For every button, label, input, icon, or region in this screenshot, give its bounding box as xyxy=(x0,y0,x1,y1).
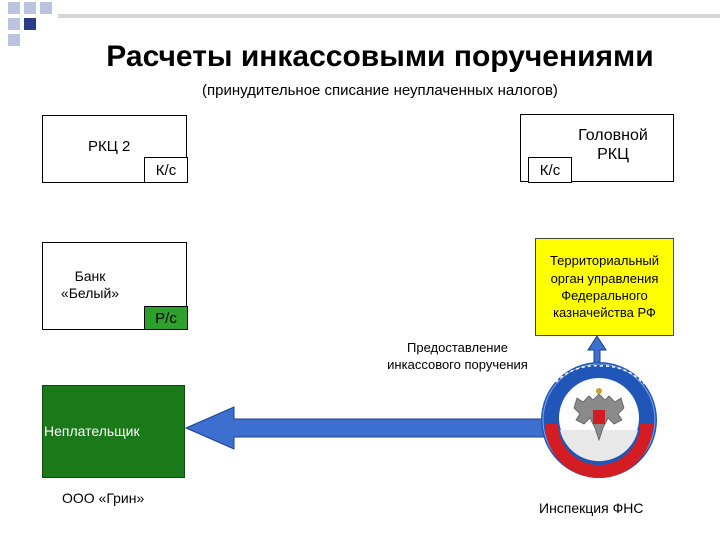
page-subtitle: (принудительное списание неуплаченных на… xyxy=(202,82,558,99)
tax-inspection-label: Инспекция ФНС xyxy=(539,500,644,516)
payer-box xyxy=(42,385,185,478)
rkc2-label: РКЦ 2 xyxy=(88,138,131,155)
head-rkc-label: Головной РКЦ xyxy=(578,127,648,164)
header-rule xyxy=(58,14,720,18)
fns-emblem-icon xyxy=(541,362,657,478)
collection-order-arrow xyxy=(184,406,556,450)
rkc2-correspondent-account: К/с xyxy=(144,157,188,183)
collection-order-note: Предоставление инкассового поручения xyxy=(387,340,528,372)
page-title: Расчеты инкассовыми поручениями xyxy=(106,40,654,73)
bank-label: Банк «Белый» xyxy=(60,268,120,301)
arrow-to-treasury xyxy=(587,335,607,365)
head-rkc-correspondent-account: К/с xyxy=(528,157,572,183)
payer-label: Неплательщик xyxy=(44,423,140,439)
bank-settlement-account: Р/с xyxy=(144,306,188,330)
decorative-corner-squares xyxy=(8,2,52,46)
payer-company-name: ООО «Грин» xyxy=(62,490,145,506)
head-rkc-box xyxy=(520,114,674,182)
treasury-box: Территориальный орган управления Федерал… xyxy=(535,238,674,336)
